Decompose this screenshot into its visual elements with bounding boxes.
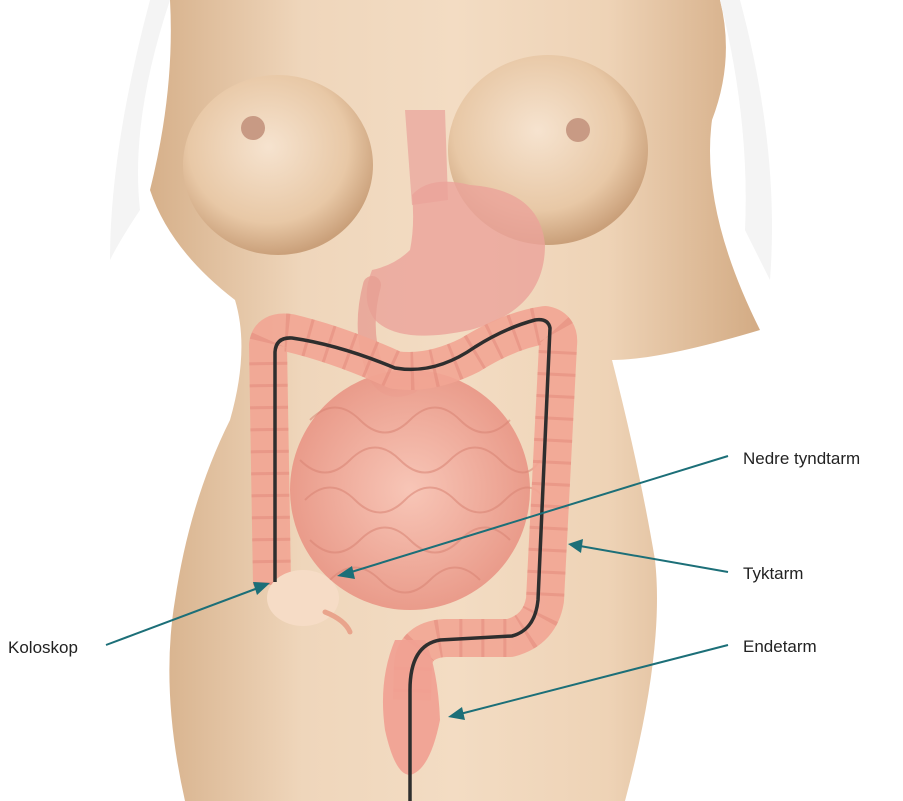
cecum — [267, 570, 339, 626]
right-nipple — [566, 118, 590, 142]
left-breast — [183, 75, 373, 255]
left-shoulder — [110, 0, 170, 260]
label-small-intestine: Nedre tyndtarm — [743, 449, 860, 469]
label-colonoscope: Koloskop — [8, 638, 78, 658]
right-shoulder — [720, 0, 772, 280]
left-nipple — [241, 116, 265, 140]
label-rectum: Endetarm — [743, 637, 817, 657]
small-intestine — [290, 370, 530, 610]
label-colon: Tyktarm — [743, 564, 803, 584]
